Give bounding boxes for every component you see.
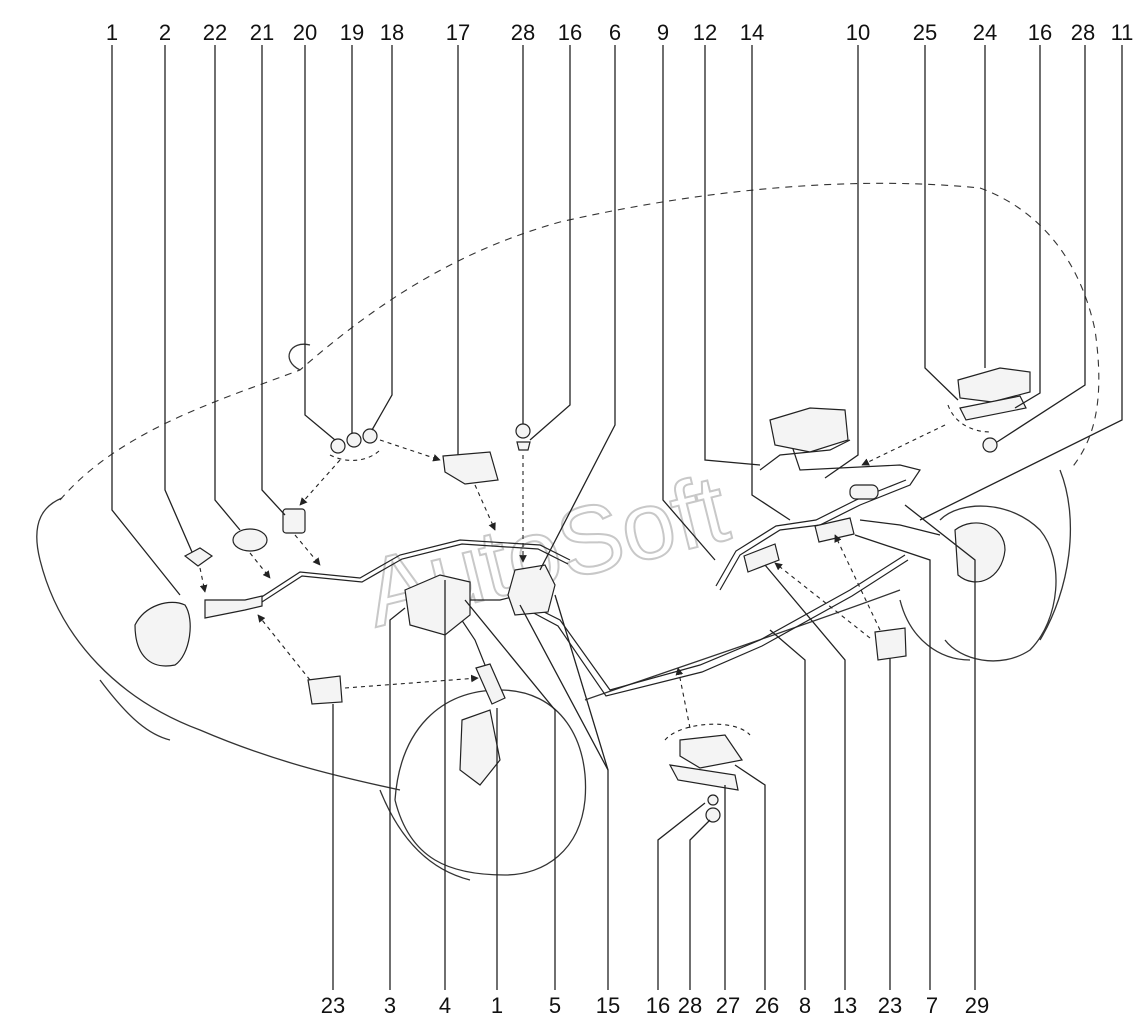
callout-top-1: 1 (106, 20, 118, 45)
callout-top-20: 20 (293, 20, 317, 45)
washer-20 (330, 438, 346, 454)
nut-28-center (515, 423, 531, 439)
callout-top-17: 17 (446, 20, 470, 45)
callout-bottom-13: 13 (833, 993, 857, 1018)
brake-booster (404, 574, 471, 636)
callout-bottom-28: 28 (678, 993, 702, 1018)
callout-bottom-16: 16 (646, 993, 670, 1018)
callout-top-28b: 28 (1071, 20, 1095, 45)
callout-top-22: 22 (203, 20, 227, 45)
callout-top-12: 12 (693, 20, 717, 45)
callout-bottom-26: 26 (755, 993, 779, 1018)
clip-23-left (307, 675, 343, 705)
callout-top-28: 28 (511, 20, 535, 45)
washer-19 (346, 432, 362, 448)
part-10-cylinder (849, 484, 879, 500)
rear-brake-drum-29 (954, 522, 1006, 583)
callout-top-9: 9 (657, 20, 669, 45)
callout-top-11: 11 (1111, 20, 1134, 45)
callout-bottom-29: 29 (965, 993, 989, 1018)
callout-bottom-3: 3 (384, 993, 396, 1018)
leader-lines (111, 45, 1123, 990)
clamp-base-27 (668, 764, 739, 791)
callout-top-2: 2 (159, 20, 171, 45)
brake-line-block (769, 407, 849, 453)
clamp-base-25 (959, 395, 1027, 421)
callout-bottom-23: 23 (321, 993, 345, 1018)
callout-top-16: 16 (558, 20, 582, 45)
group-markers (329, 404, 991, 741)
callout-top-19: 19 (340, 20, 364, 45)
assembly-arrows (199, 424, 946, 729)
callout-top-18: 18 (380, 20, 404, 45)
rear-hose-7 (814, 517, 855, 543)
callout-bottom-27: 27 (716, 993, 740, 1018)
callout-bottom-23b: 23 (878, 993, 902, 1018)
pressure-regulator-6 (507, 564, 556, 616)
callout-bottom-1: 1 (491, 993, 503, 1018)
clip-16-center (516, 441, 531, 451)
callout-bottom-15: 15 (596, 993, 620, 1018)
callout-top-6: 6 (609, 20, 621, 45)
callout-top-10: 10 (846, 20, 870, 45)
clip-2 (183, 547, 214, 567)
clamp-17 (442, 451, 499, 485)
callout-top-25: 25 (913, 20, 937, 45)
clip-16-bottom (707, 794, 719, 806)
bracket-21 (282, 508, 306, 534)
callout-top-16b: 16 (1028, 20, 1052, 45)
components (134, 367, 1031, 823)
callout-top-21: 21 (250, 20, 274, 45)
clamp-24 (957, 367, 1031, 403)
front-right-brake-hose (475, 663, 506, 705)
clamp-26 (679, 734, 744, 769)
rear-hose-13 (743, 543, 780, 573)
front-left-brake-hose (204, 595, 263, 619)
clip-23-right (874, 627, 907, 661)
brake-pipes (204, 419, 941, 697)
washer-18 (362, 428, 378, 444)
callouts-top: 1 2 22 21 20 19 18 17 28 16 6 9 12 14 10… (106, 20, 1134, 45)
callout-bottom-5: 5 (549, 993, 561, 1018)
callout-bottom-8: 8 (799, 993, 811, 1018)
callout-bottom-7: 7 (926, 993, 938, 1018)
callout-top-14: 14 (740, 20, 764, 45)
callouts-bottom: 23 3 4 1 5 15 16 28 27 26 8 13 23 7 29 (321, 993, 989, 1018)
nut-28-right (982, 437, 998, 453)
vehicle-body-outline (36, 182, 1100, 881)
grommet-22 (232, 528, 268, 552)
front-right-brake-caliper (459, 709, 501, 786)
nut-28-bottom (705, 807, 721, 823)
callout-top-24: 24 (973, 20, 997, 45)
callout-bottom-4: 4 (439, 993, 451, 1018)
front-left-brake-caliper (134, 601, 191, 667)
